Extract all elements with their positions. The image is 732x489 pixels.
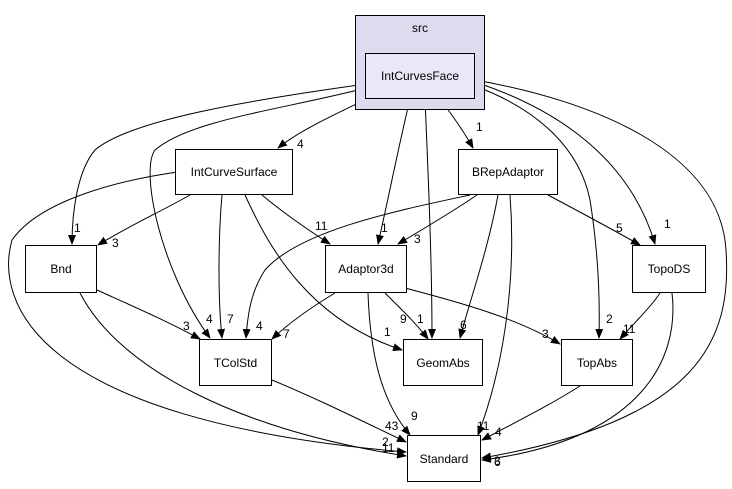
edge-adaptor3d-to-topabs[interactable] xyxy=(404,287,561,345)
edge-label-intcurvesface-to-standard[interactable]: 3 xyxy=(494,454,501,468)
edge-label-intcurvesurface-to-tcolstd[interactable]: 7 xyxy=(227,312,234,326)
edge-label-brepadaptor-to-adaptor3d[interactable]: 3 xyxy=(414,232,421,246)
edge-label-tcolstd-to-standard[interactable]: 43 xyxy=(385,419,399,433)
edge-intcurvesface-to-adaptor3d[interactable] xyxy=(376,98,411,245)
edge-intcurvesface-to-tcolstd[interactable] xyxy=(149,87,367,339)
edge-label-brepadaptor-to-topods[interactable]: 5 xyxy=(616,221,623,235)
edge-adaptor3d-to-standard[interactable] xyxy=(367,292,411,436)
node-topabs[interactable]: TopAbs xyxy=(561,339,633,386)
edge-intcurvesface-to-topods[interactable] xyxy=(474,81,657,245)
edge-topods-to-standard[interactable] xyxy=(481,292,674,463)
edge-label-intcurvesface-to-brepadaptor[interactable]: 1 xyxy=(476,120,483,134)
edge-intcurvesface-to-standard[interactable] xyxy=(474,79,728,461)
edge-label-brepadaptor-to-standard[interactable]: 11 xyxy=(477,419,490,433)
edge-label-intcurvesface-to-adaptor3d[interactable]: 1 xyxy=(381,221,388,235)
edge-label-bnd-to-standard[interactable]: 11 xyxy=(382,441,395,455)
edge-label-brepadaptor-to-geomabs[interactable]: 6 xyxy=(460,318,467,332)
edge-label-intcurvesurface-to-standard[interactable]: 2 xyxy=(382,435,389,449)
edge-label-adaptor3d-to-tcolstd[interactable]: 7 xyxy=(283,327,290,341)
edge-intcurvesface-to-topabs[interactable] xyxy=(474,85,604,339)
edge-label-intcurvesface-to-geomabs[interactable]: 1 xyxy=(417,312,424,326)
edge-label-intcurvesface-to-topabs[interactable]: 2 xyxy=(606,312,613,326)
edge-label-intcurvesurface-to-adaptor3d[interactable]: 11 xyxy=(315,219,328,233)
edge-label-intcurvesface-to-topods[interactable]: 1 xyxy=(664,217,671,231)
edge-label-intcurvesface-to-bnd[interactable]: 1 xyxy=(74,221,81,235)
edge-topabs-to-standard[interactable] xyxy=(481,385,581,441)
node-adaptor3d[interactable]: Adaptor3d xyxy=(325,245,407,293)
edge-intcurvesurface-to-adaptor3d[interactable] xyxy=(261,194,331,245)
edge-intcurvesurface-to-standard[interactable] xyxy=(8,171,407,456)
edge-intcurvesurface-to-tcolstd[interactable] xyxy=(217,194,226,339)
node-brepadaptor[interactable]: BRepAdaptor xyxy=(458,149,558,195)
edge-brepadaptor-to-standard[interactable] xyxy=(477,194,513,436)
cluster-label: src xyxy=(412,21,428,35)
node-topods[interactable]: TopoDS xyxy=(632,245,706,293)
edge-brepadaptor-to-topods[interactable] xyxy=(547,194,641,246)
edge-intcurvesurface-to-bnd[interactable] xyxy=(97,194,191,246)
edge-label-bnd-to-tcolstd[interactable]: 3 xyxy=(183,319,190,333)
edge-label-intcurvesurface-to-bnd[interactable]: 3 xyxy=(112,236,119,250)
edge-label-intcurvesface-to-tcolstd[interactable]: 4 xyxy=(206,312,213,326)
edge-brepadaptor-to-tcolstd[interactable] xyxy=(242,194,471,339)
edge-label-intcurvesurface-to-geomabs[interactable]: 1 xyxy=(384,325,391,339)
edge-intcurvesface-to-bnd[interactable] xyxy=(68,83,367,245)
node-bnd[interactable]: Bnd xyxy=(25,245,97,293)
edge-intcurvesface-to-geomabs[interactable] xyxy=(424,98,436,339)
node-intcurvesface[interactable]: IntCurvesFace xyxy=(365,53,475,99)
edge-label-brepadaptor-to-tcolstd[interactable]: 4 xyxy=(256,319,263,333)
edge-label-adaptor3d-to-topabs[interactable]: 3 xyxy=(542,327,549,341)
edge-brepadaptor-to-adaptor3d[interactable] xyxy=(397,194,478,245)
edge-adaptor3d-to-tcolstd[interactable] xyxy=(271,292,336,340)
node-geomabs[interactable]: GeomAbs xyxy=(403,339,483,386)
node-tcolstd[interactable]: TColStd xyxy=(199,339,272,386)
edge-label-adaptor3d-to-standard[interactable]: 9 xyxy=(411,409,418,423)
edge-label-topabs-to-standard[interactable]: 4 xyxy=(495,425,502,439)
edge-label-intcurvesface-to-intcurvesurface[interactable]: 4 xyxy=(297,137,304,151)
node-intcurvesurface[interactable]: IntCurveSurface xyxy=(175,149,293,195)
edge-brepadaptor-to-geomabs[interactable] xyxy=(458,194,499,339)
edge-label-adaptor3d-to-geomabs[interactable]: 9 xyxy=(400,312,407,326)
edge-tcolstd-to-standard[interactable] xyxy=(271,379,407,443)
node-standard[interactable]: Standard xyxy=(407,435,481,482)
edge-bnd-to-tcolstd[interactable] xyxy=(96,289,201,340)
edge-label-topods-to-standard[interactable]: 6 xyxy=(494,455,501,469)
edge-bnd-to-standard[interactable] xyxy=(79,292,407,459)
edge-layer xyxy=(8,79,728,463)
edge-topods-to-topabs[interactable] xyxy=(619,292,661,340)
edge-adaptor3d-to-geomabs[interactable] xyxy=(384,292,429,340)
edge-intcurvesurface-to-geomabs[interactable] xyxy=(244,194,403,352)
edge-label-topods-to-topabs[interactable]: 11 xyxy=(623,322,636,336)
